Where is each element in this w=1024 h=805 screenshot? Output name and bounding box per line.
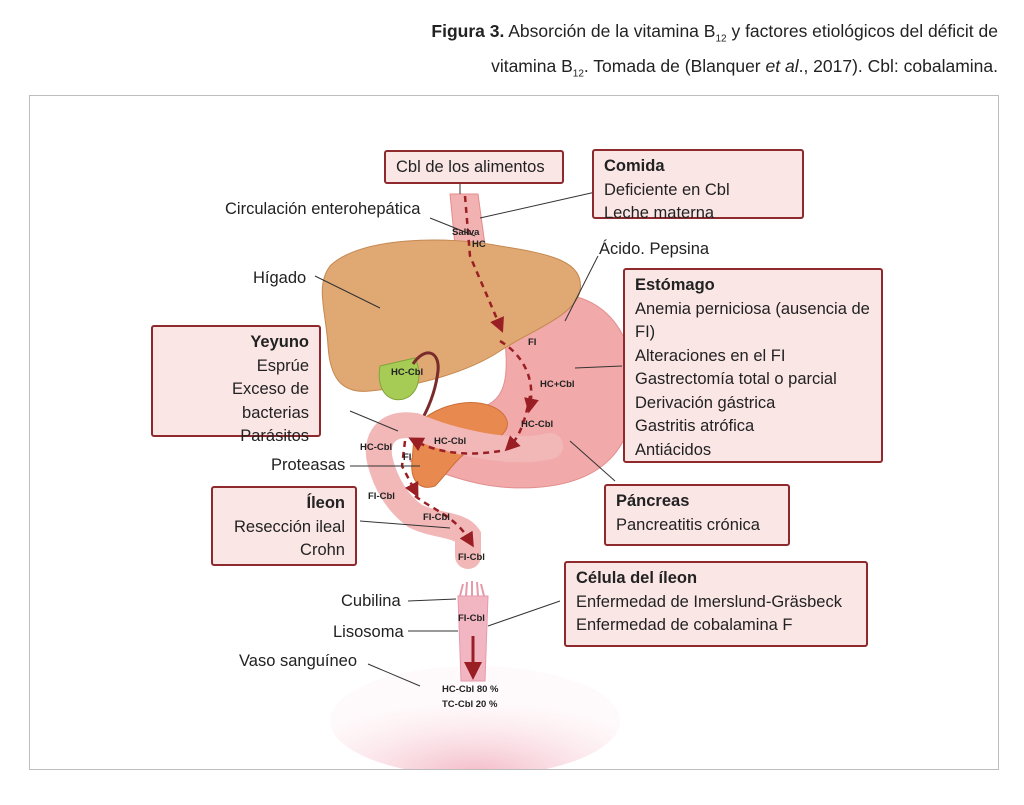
caption-text-1b: y factores etiológicos del déficit de [731,21,998,41]
pancreas-item: Pancreatitis crónica [616,515,760,534]
fi-duodenum-label: FI [403,452,412,463]
acido-pepsina-label: Ácido. Pepsina [599,240,710,258]
celula-title: Célula del íleon [576,569,698,587]
proteasas-label: Proteasas [271,456,346,474]
estomago-item: Gastritis atrófica [635,417,755,435]
comida-item: Deficiente en Cbl [604,180,730,199]
caption-text-1: Absorción de la vitamina B [508,21,716,41]
blood-vessel [330,666,620,769]
leader-lines [314,173,623,687]
yeyuno-box: Yeyuno Esprúe Exceso de bacterias Parási… [151,325,321,445]
yeyuno-item: Esprúe [256,356,309,375]
estomago-item: Anemia perniciosa (ausencia de FI) [635,299,870,342]
yeyuno-item: Parásitos [240,427,309,445]
hc-cbl-stomach-label: HC-Cbl [521,419,554,430]
figure-frame: Saliva HC FI HC+Cbl HC-Cbl HC-Cbl HC-Cbl… [29,95,999,770]
flow-arrow-stomach [499,339,539,414]
anatomy-illustration [314,173,635,769]
cbl-food-box: Cbl de los alimentos [384,150,564,184]
caption-text-2a: . Tomada de (Blanquer [583,55,766,76]
caption-sub-2: 12 [572,68,584,79]
ileon-item: Resección ileal [234,517,345,536]
caption-italic: et al [765,55,799,76]
estomago-box: Estómago Anemia perniciosa (ausencia de … [623,268,883,463]
cubilin-brush-border [459,581,485,597]
saliva-label: Saliva [452,227,480,238]
caption-line-1: Figura 3. Absorción de la vitamina B12 y… [278,18,998,53]
hc-cbl-mid-label: HC-Cbl [434,436,467,447]
fi-cbl-cell-label: FI-Cbl [458,613,485,624]
tc-cbl-20-label: TC-Cbl 20 % [442,699,498,710]
estomago-item: Gastrectomía total o parcial [635,370,837,388]
estomago-item: Derivación gástrica [635,393,776,412]
caption-text-2: vitamina B [491,55,573,76]
cbl-food-text: Cbl de los alimentos [396,158,545,176]
fi-cbl-2-label: FI-Cbl [423,512,450,523]
caption-sub-1: 12 [715,33,727,45]
fi-cbl-1-label: FI-Cbl [368,491,395,502]
fi-label: FI [528,337,537,348]
fi-cbl-3-label: FI-Cbl [458,552,485,563]
estomago-title: Estómago [635,276,715,294]
comida-title: Comida [604,157,665,175]
hc-cbl-left-label: HC-Cbl [360,442,393,453]
hc-cbl-80-label: HC-Cbl 80 % [442,684,499,695]
vaso-label: Vaso sanguíneo [239,652,358,670]
caption-line-2: vitamina B12. Tomada de (Blanquer et al.… [278,53,998,88]
celula-item: Enfermedad de cobalamina F [576,616,793,634]
flow-arrow-ileum [414,494,474,548]
flow-arrow-esophagus [463,195,504,333]
hc-plus-cbl-label: HC+Cbl [540,379,575,390]
gallbladder [378,357,420,401]
figure-caption: Figura 3. Absorción de la vitamina B12 y… [278,18,998,87]
lisosoma-label: Lisosoma [333,623,404,641]
cubilina-label: Cubilina [341,592,401,610]
yeyuno-item: Exceso de bacterias [231,380,309,422]
comida-item: Leche materna [604,204,715,222]
higado-label: Hígado [253,269,307,287]
hc-cbl-gall-label: HC-Cbl [391,367,424,378]
celula-item: Enfermedad de Imerslund-Gräsbeck [576,592,842,611]
ileon-title: Íleon [306,494,345,512]
flow-arrow-duodenum [408,437,501,455]
hc-top-label: HC [472,239,486,250]
comida-box: Comida Deficiente en Cbl Leche materna [592,149,804,222]
ileon-box: Íleon Resección ileal Crohn [211,486,357,566]
circulacion-label: Circulación enterohepática [225,200,421,218]
duodenum [365,412,563,569]
estomago-item: Alteraciones en el FI [635,346,786,365]
pancreas-title: Páncreas [616,492,690,510]
yeyuno-title: Yeyuno [250,333,309,351]
liver [321,239,581,392]
estomago-item: Antiácidos [635,440,712,459]
caption-text-2b: ., 2017). Cbl: cobalamina. [798,55,998,76]
figure-label: Figura 3. [431,21,505,41]
pancreas-box: Páncreas Pancreatitis crónica [604,484,790,546]
ileon-item: Crohn [300,541,345,559]
celula-box: Célula del íleon Enfermedad de Imerslund… [564,561,868,647]
